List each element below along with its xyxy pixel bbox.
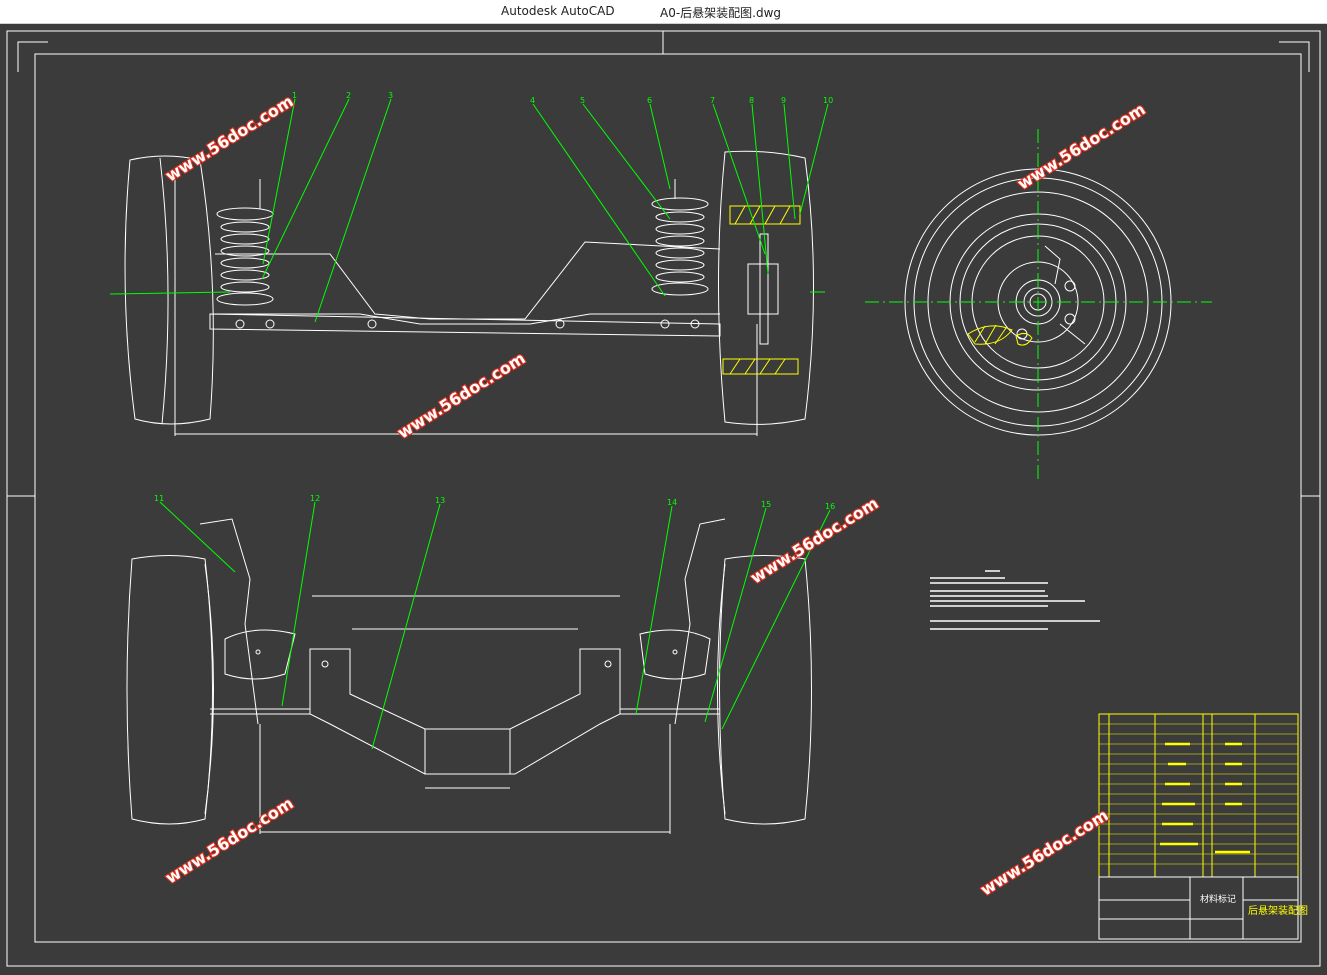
part-numbers: 1 2 3 4 5 6 7 8 9 10 11 12 13 14 15 16 <box>154 91 835 511</box>
title-block-drawing-name: 后悬架装配图 <box>1248 904 1308 917</box>
cad-drawing[interactable]: 1 2 3 4 5 6 7 8 9 10 11 12 13 14 15 16 <box>0 24 1327 971</box>
technical-notes <box>930 570 1100 630</box>
side-view-centerlines <box>865 129 1212 479</box>
watermark: www.56doc.com <box>394 348 529 442</box>
parts-list <box>1098 713 1299 878</box>
part-number: 9 <box>781 96 786 105</box>
drawing-frame <box>6 30 1321 967</box>
part-number: 13 <box>435 496 445 505</box>
watermark: www.56doc.com <box>162 793 297 887</box>
rear-view-centerline <box>109 291 825 295</box>
right-coil-spring <box>651 179 709 296</box>
part-number: 12 <box>310 494 320 503</box>
part-number: 7 <box>710 96 715 105</box>
part-leaders <box>159 98 831 750</box>
part-number: 5 <box>580 96 585 105</box>
rear-view-hatch <box>722 205 801 375</box>
side-view-hatch <box>967 324 1033 346</box>
rear-view-assembly <box>124 150 814 436</box>
part-number: 8 <box>749 96 754 105</box>
part-number: 11 <box>154 494 164 503</box>
app-title: Autodesk AutoCAD <box>501 4 615 18</box>
document-title: A0-后悬架装配图.dwg <box>660 6 782 20</box>
watermark-bottom-right: www.56doc.com <box>977 805 1112 899</box>
watermarks: www.56doc.com www.56doc.com www.56doc.co… <box>161 90 1150 888</box>
watermark: www.56doc.com <box>162 91 297 185</box>
plan-view-assembly <box>126 518 812 834</box>
window-titlebar: Autodesk AutoCAD A0-后悬架装配图.dwg <box>0 0 1327 24</box>
part-number: 1 <box>292 91 297 100</box>
watermark: www.56doc.com <box>1014 99 1149 193</box>
part-number: 14 <box>667 498 677 507</box>
part-number: 6 <box>647 96 652 105</box>
part-number: 15 <box>761 500 771 509</box>
title-block <box>1098 876 1299 940</box>
part-number: 16 <box>825 502 835 511</box>
left-coil-spring <box>216 179 274 306</box>
part-number: 4 <box>530 96 535 105</box>
part-number: 2 <box>346 91 351 100</box>
part-number: 10 <box>823 96 833 105</box>
drawing-canvas[interactable]: 1 2 3 4 5 6 7 8 9 10 11 12 13 14 15 16 <box>0 24 1327 971</box>
title-block-mark-label: 材料标记 <box>1200 893 1236 905</box>
part-number: 3 <box>388 91 393 100</box>
